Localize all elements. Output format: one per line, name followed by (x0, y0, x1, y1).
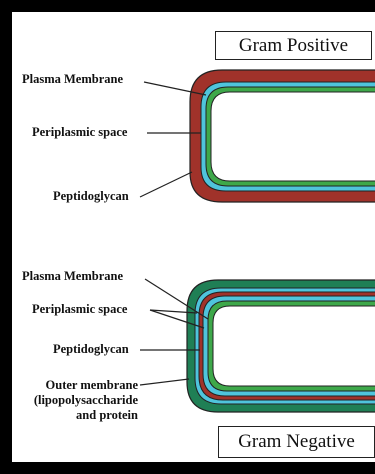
gram-negative-cell (186, 279, 375, 413)
pointer-line-neg-periplasm-b (149, 309, 205, 329)
label-neg-peptidoglycan: Peptidoglycan (53, 342, 129, 356)
label-pos-peptidoglycan: Peptidoglycan (53, 189, 129, 203)
label-neg-outer-membrane-line1: Outer membrane (45, 378, 138, 392)
label-neg-plasma-membrane: Plasma Membrane (22, 269, 124, 283)
pointer-line-neg-plasma (144, 278, 209, 320)
label-neg-outer-membrane: Outer membrane (lipopolysaccharide and p… (13, 378, 138, 423)
label-pos-periplasmic-space: Periplasmic space (32, 125, 128, 139)
pointer-line-pos-peptidoglycan (139, 171, 193, 198)
label-neg-outer-membrane-line2: (lipopolysaccharide (33, 393, 138, 407)
pointer-line-neg-outer-membrane (139, 378, 190, 386)
pointer-line-pos-plasma (143, 81, 207, 96)
gram-positive-cytoplasm (210, 91, 375, 182)
gram-positive-title: Gram Positive (215, 31, 372, 60)
gram-negative-title: Gram Negative (218, 426, 375, 458)
label-neg-outer-membrane-line3: and protein (76, 408, 138, 422)
label-pos-plasma-membrane: Plasma Membrane (22, 72, 124, 86)
gram-positive-cell (189, 69, 375, 203)
pointer-line-neg-periplasm-a (149, 309, 198, 314)
cell-wall-diagram (139, 69, 375, 413)
diagram-frame: Gram Positive Gram Negative Plasma Membr… (12, 12, 375, 462)
label-neg-periplasmic-space: Periplasmic space (32, 302, 128, 316)
gram-negative-cytoplasm (212, 305, 375, 387)
